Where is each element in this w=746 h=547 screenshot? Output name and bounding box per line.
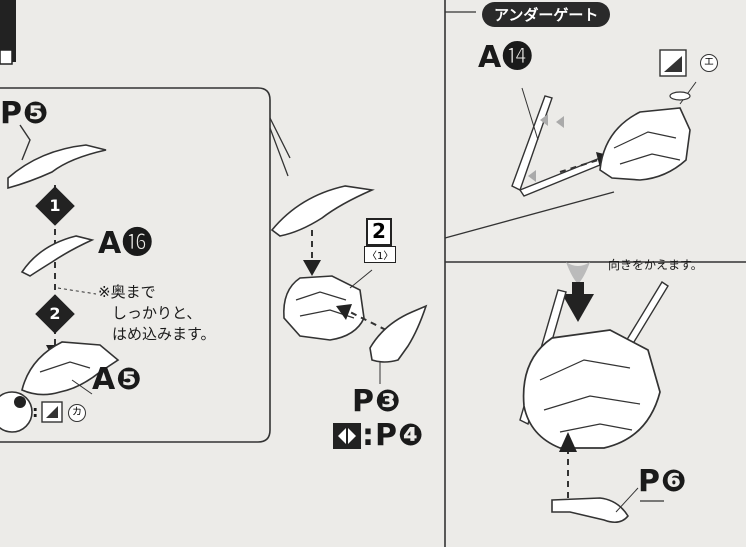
head-assembly bbox=[283, 275, 365, 341]
step-1-marker: 1 bbox=[35, 186, 75, 226]
label-p5: P❺ bbox=[0, 96, 50, 131]
inset-head-part bbox=[599, 107, 691, 181]
corner-tab bbox=[0, 0, 16, 62]
e-mark: エ bbox=[700, 54, 718, 72]
part-a16-shape bbox=[20, 235, 95, 277]
ka-mark: カ bbox=[68, 404, 86, 422]
label-p4: :P❹ bbox=[362, 418, 425, 453]
mid-wing-part bbox=[270, 185, 375, 237]
insert-note: ※奥まで しっかりと、 はめ込みます。 bbox=[98, 282, 258, 345]
callout-frame bbox=[0, 87, 271, 443]
part-a5-shape bbox=[21, 341, 120, 396]
label-p6: P❻ bbox=[638, 464, 688, 499]
label-p3: P❸ bbox=[352, 384, 402, 419]
part-p5-shape bbox=[7, 144, 107, 190]
part-p3-shape bbox=[369, 304, 428, 363]
label-a14: A⓮ bbox=[478, 40, 534, 75]
part-p6-shape bbox=[551, 497, 629, 524]
step-box-sub: 〈1〉 bbox=[364, 246, 397, 263]
turned-head-assembly bbox=[522, 329, 661, 449]
note-line-3: はめ込みます。 bbox=[112, 325, 216, 343]
step-box-2: 2 bbox=[366, 218, 392, 246]
note-line-2: しっかりと、 bbox=[112, 304, 202, 322]
label-a5: A❺ bbox=[92, 362, 143, 397]
turn-note: 向きをかえます。 bbox=[608, 258, 703, 272]
colon-mark: : bbox=[32, 402, 39, 421]
under-gate-tag: アンダーゲート bbox=[482, 2, 611, 27]
label-a16: A⓰ bbox=[98, 226, 154, 261]
note-line-1: ※奥まで bbox=[98, 283, 156, 301]
step-2-marker: 2 bbox=[35, 294, 75, 334]
